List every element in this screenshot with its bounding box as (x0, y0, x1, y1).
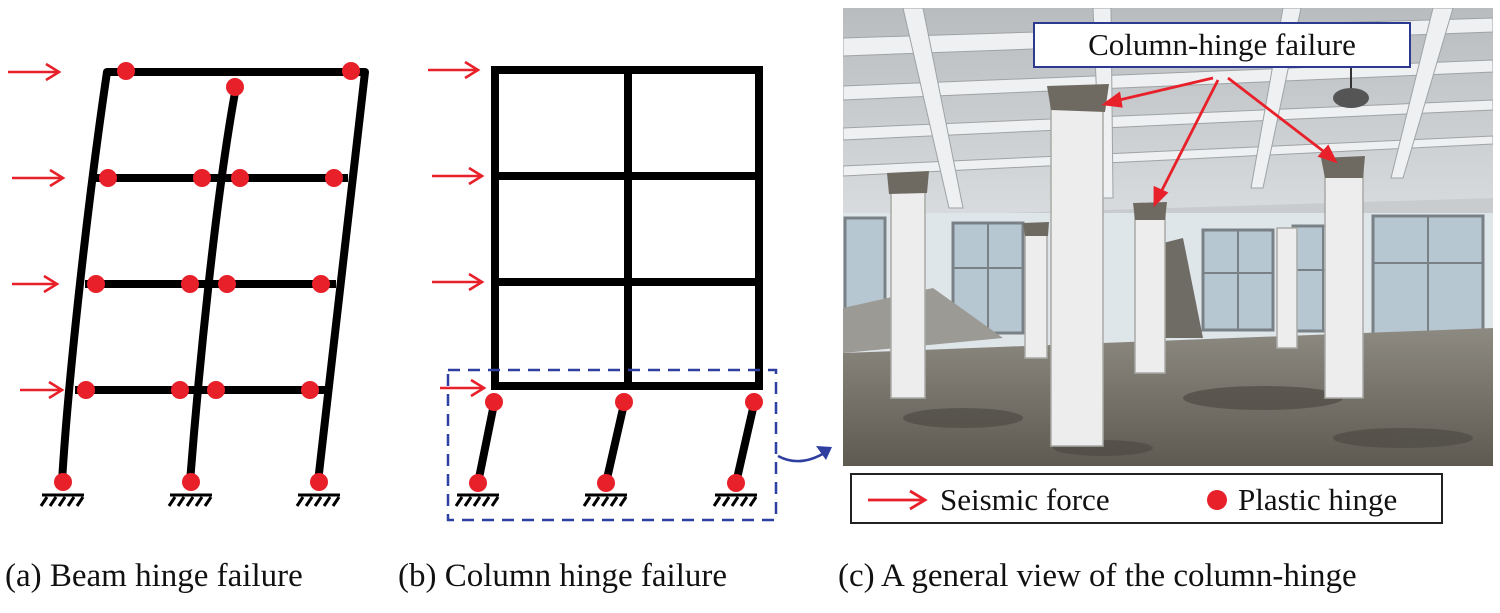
caption-a: (a) Beam hinge failure (5, 558, 303, 594)
legend: Seismic force Plastic hinge (850, 473, 1443, 524)
connector-arrow (777, 450, 827, 463)
caption-c: (c) A general view of the column-hinge (838, 558, 1357, 594)
legend-plastic-hinge: Plastic hinge (1238, 482, 1398, 517)
right-arrow-icon (868, 489, 928, 511)
force-arrows-a (8, 62, 66, 400)
beam-hinge-frame (8, 62, 369, 507)
fixed-supports-b (454, 493, 758, 507)
middle-column (186, 83, 240, 486)
fixed-supports-a (39, 493, 341, 507)
legend-seismic-force: Seismic force (940, 482, 1110, 517)
damage-photo (843, 8, 1493, 466)
highlight-region (446, 368, 778, 522)
column-hinge-failure-callout: Column-hinge failure (1033, 22, 1411, 68)
red-dot-icon (1207, 490, 1227, 510)
plastic-hinges-b (469, 393, 763, 492)
caption-b: (b) Column hinge failure (398, 558, 728, 594)
column-hinge-frame (428, 60, 832, 522)
force-arrows-b (428, 60, 487, 398)
callout-arrows (1101, 76, 1338, 208)
left-column (58, 68, 111, 486)
plastic-hinges-a (54, 62, 360, 491)
right-column (314, 68, 369, 486)
